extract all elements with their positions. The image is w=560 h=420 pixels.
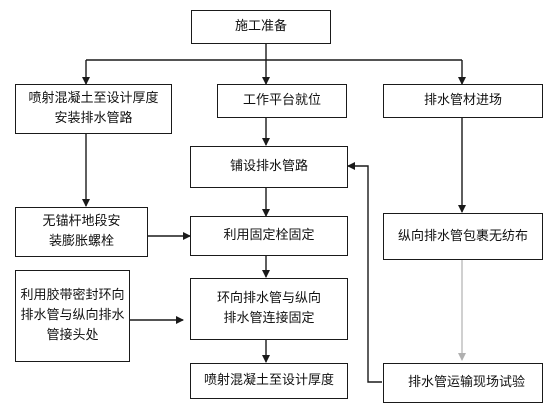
step-tape-line2: 排水管与纵向排水: [20, 308, 125, 323]
step-spray-concrete-final-label: 喷射混凝土至设计厚度: [203, 373, 334, 388]
step-pipe-material-arrival-label: 排水管材进场: [423, 93, 502, 108]
step-wrap-geotextile-label: 纵向排水管包裹无纺布: [397, 228, 528, 244]
step-no-anchor-expansion-bolt: 无锚杆地段安 装膨胀螺栓: [15, 207, 148, 257]
step-connect-line2: 排水管连接固定: [223, 311, 315, 326]
step-tape-seal-joints: 利用胶带密封环向 排水管与纵向排水 管接头处: [15, 270, 130, 362]
step-no-anchor-line2: 装膨胀螺栓: [48, 234, 114, 249]
step-pipe-site-test-label: 排水管运输现场试验: [408, 375, 526, 390]
step-wrap-geotextile: 纵向排水管包裹无纺布: [383, 213, 543, 260]
step-construction-prep: 施工准备: [191, 10, 331, 44]
step-lay-drainage-pipe-label: 铺设排水管路: [229, 159, 308, 174]
step-pipe-site-test: 排水管运输现场试验: [383, 363, 543, 403]
step-pipe-material-arrival: 排水管材进场: [383, 84, 543, 118]
step-tape-line1: 利用胶带密封环向: [20, 288, 125, 303]
step-connect-line1: 环向排水管与纵向: [216, 291, 321, 306]
step-lay-drainage-pipe: 铺设排水管路: [190, 146, 348, 188]
arrow-test-back-to-lay: [347, 162, 382, 383]
step-work-platform: 工作平台就位: [217, 84, 347, 118]
step-spray-concrete-final: 喷射混凝土至设计厚度: [190, 363, 348, 399]
step-fix-with-bolts-label: 利用固定栓固定: [223, 228, 315, 243]
step-fix-with-bolts: 利用固定栓固定: [190, 216, 348, 256]
step-work-platform-label: 工作平台就位: [242, 93, 321, 108]
step-connect-pipes: 环向排水管与纵向 排水管连接固定: [190, 278, 348, 340]
step-construction-prep-label: 施工准备: [234, 19, 287, 34]
step-spray-left-line2: 安装排水管路: [54, 111, 133, 126]
step-spray-concrete-install-drainage: 喷射混凝土至设计厚度 安装排水管路: [15, 84, 172, 134]
step-no-anchor-line1: 无锚杆地段安: [42, 214, 121, 229]
step-spray-left-line1: 喷射混凝土至设计厚度: [28, 91, 159, 106]
step-tape-line3: 管接头处: [46, 328, 99, 343]
